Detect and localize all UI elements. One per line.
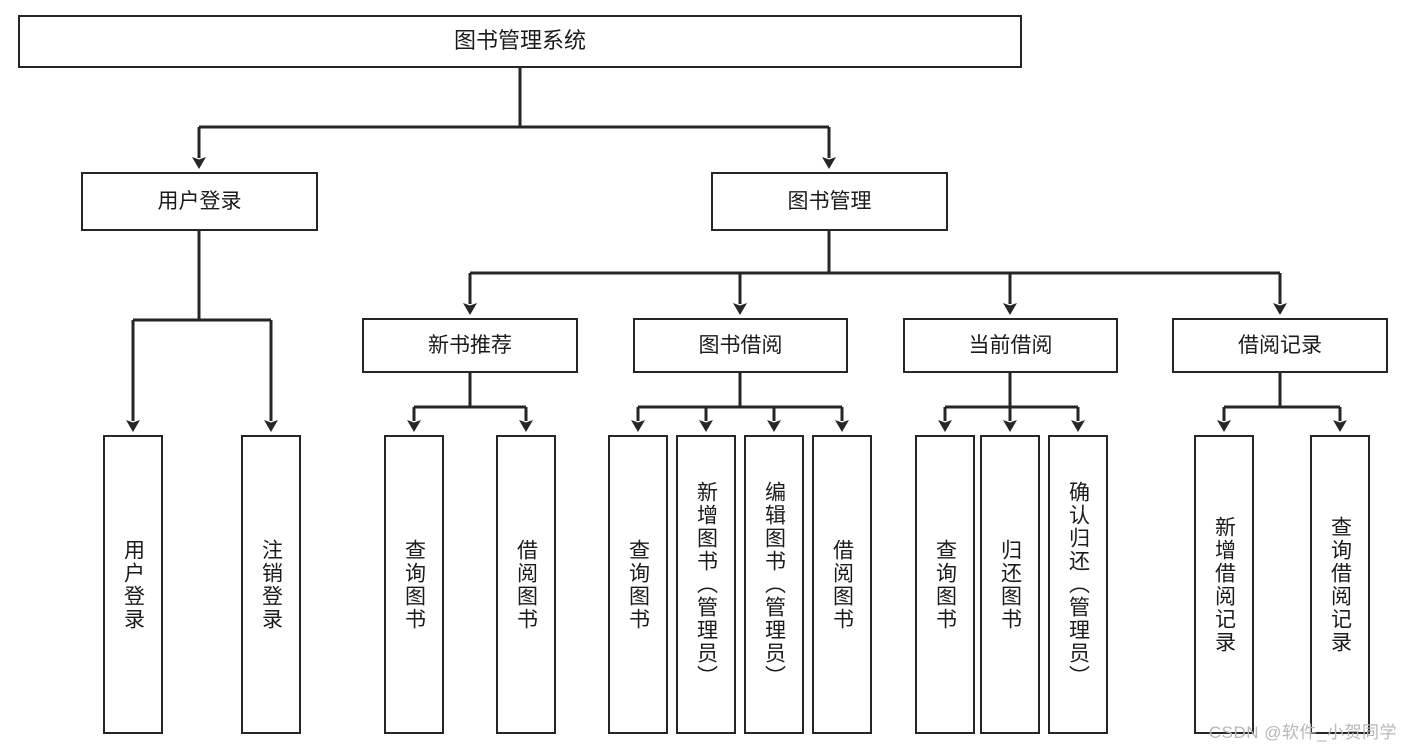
node-label: 用户登录 (157, 189, 242, 213)
leaf-current-query-book[interactable]: 查询图书 (915, 435, 975, 734)
node-label: 新书推荐 (428, 333, 512, 357)
node-new-book-recommend[interactable]: 新书推荐 (362, 318, 578, 373)
node-label: 当前借阅 (968, 333, 1053, 357)
leaf-record-add-record[interactable]: 新增借阅记录 (1194, 435, 1254, 734)
node-label: 用户登录 (121, 538, 145, 631)
node-label: 借阅记录 (1238, 333, 1322, 357)
node-label: 查询图书 (933, 538, 957, 631)
node-current-borrow[interactable]: 当前借阅 (903, 318, 1118, 373)
leaf-user-login-login[interactable]: 用户登录 (103, 435, 163, 734)
node-label: 确认归还（管理员） (1066, 481, 1090, 688)
node-label: 查询图书 (626, 538, 650, 631)
leaf-recommend-borrow-book[interactable]: 借阅图书 (496, 435, 556, 734)
node-label: 新增借阅记录 (1212, 515, 1236, 654)
node-label: 归还图书 (998, 538, 1022, 631)
node-book-borrow[interactable]: 图书借阅 (633, 318, 848, 373)
leaf-borrow-borrow-book[interactable]: 借阅图书 (812, 435, 872, 734)
node-book-management[interactable]: 图书管理 (711, 172, 948, 231)
node-label: 注销登录 (259, 538, 283, 631)
node-label: 图书管理 (787, 189, 872, 213)
node-label: 借阅图书 (514, 538, 538, 631)
node-label: 查询图书 (402, 538, 426, 631)
leaf-borrow-add-book-admin[interactable]: 新增图书（管理员） (676, 435, 736, 734)
node-label: 新增图书（管理员） (694, 481, 718, 688)
leaf-borrow-query-book[interactable]: 查询图书 (608, 435, 668, 734)
node-label: 查询借阅记录 (1328, 515, 1352, 654)
node-borrow-record[interactable]: 借阅记录 (1172, 318, 1388, 373)
watermark-text: CSDN @软件_小贺同学 (1208, 723, 1397, 742)
node-label: 编辑图书（管理员） (762, 481, 786, 688)
node-label: 借阅图书 (830, 538, 854, 631)
node-user-login[interactable]: 用户登录 (81, 172, 318, 231)
leaf-user-login-logout[interactable]: 注销登录 (241, 435, 301, 734)
leaf-current-confirm-return-admin[interactable]: 确认归还（管理员） (1048, 435, 1108, 734)
leaf-recommend-query-book[interactable]: 查询图书 (384, 435, 444, 734)
leaf-record-query-record[interactable]: 查询借阅记录 (1310, 435, 1370, 734)
leaf-borrow-edit-book-admin[interactable]: 编辑图书（管理员） (744, 435, 804, 734)
node-root-system[interactable]: 图书管理系统 (18, 15, 1022, 68)
node-label: 图书借阅 (698, 333, 783, 357)
node-label: 图书管理系统 (453, 28, 586, 54)
leaf-current-return-book[interactable]: 归还图书 (980, 435, 1040, 734)
